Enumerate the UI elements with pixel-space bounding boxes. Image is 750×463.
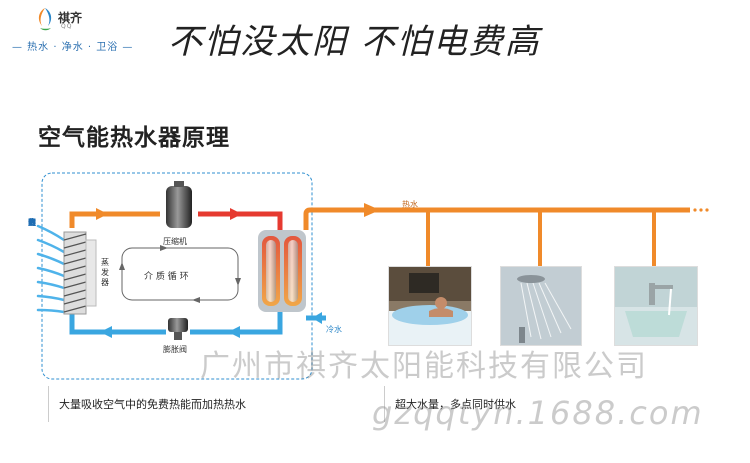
brand-tagline: — 热水 · 净水 · 卫浴 — — [12, 42, 134, 53]
evaporator-label-char: 器 — [101, 278, 109, 287]
brand-name: 祺齐 — [58, 11, 83, 25]
side-text-char: 气 — [28, 218, 36, 227]
side-text-char: 更 — [28, 218, 36, 227]
cold-refrigerant-pipe — [190, 310, 283, 335]
evaporator-label: 蒸 发 器 — [101, 258, 109, 288]
expansion-valve — [168, 318, 188, 340]
diagram-title: 空气能热水器原理 — [38, 125, 230, 151]
pipe-continuation — [693, 208, 697, 212]
compressor — [166, 186, 192, 228]
side-text-char: 空 — [28, 218, 36, 227]
flow-arrow — [230, 208, 242, 220]
side-text-char: 度 — [28, 218, 36, 227]
side-text-char: 收 — [28, 218, 36, 227]
evaporator-label-char: 蒸 — [101, 258, 109, 267]
flow-arrow — [100, 326, 112, 338]
side-text-char: 量 — [28, 218, 36, 227]
evaporator-label-char: 发 — [101, 268, 109, 277]
flow-arrow — [96, 208, 108, 220]
medium-cycle-loop — [121, 247, 239, 301]
compressor-label: 压缩机 — [163, 237, 187, 246]
side-text-char: 的 — [28, 218, 36, 227]
side-text-char: 热 — [28, 218, 36, 227]
cold-water-label: 冷水 — [326, 325, 342, 334]
water-tank — [258, 230, 306, 312]
bathtub-photo — [388, 266, 472, 346]
hot-refrigerant-pipe — [69, 211, 160, 228]
side-text-char: 吸 — [28, 218, 36, 227]
hot-water-main-pipe — [303, 207, 690, 230]
expansion-valve-label: 膨胀阀 — [163, 345, 187, 354]
caption-right: 超大水量，多点同时供水 — [384, 386, 735, 422]
slogan: 不怕没太阳 不怕电费高 — [168, 22, 541, 62]
air-intake-arrows — [36, 224, 66, 314]
hot-water-label: 热水 — [402, 200, 418, 209]
cold-refrigerant-pipe-2 — [69, 314, 166, 335]
system-frame — [41, 172, 313, 380]
side-text-char: 限 — [28, 218, 36, 227]
side-text-char: 中 — [28, 218, 36, 227]
shower-photo — [500, 266, 582, 346]
flow-arrow — [228, 326, 240, 338]
cycle-label: 介 质 循 环 — [144, 272, 189, 282]
side-text-char: 大 — [28, 218, 36, 227]
brand-logo-icon — [38, 8, 52, 31]
hot-refrigerant-pipe-red — [198, 211, 283, 234]
evaporator-coil — [63, 231, 97, 315]
watermark-company: 广州市祺齐太阳能科技有限公司 — [200, 349, 648, 384]
caption-left: 大量吸收空气中的免费热能而加热热水 — [48, 386, 381, 422]
sink-photo — [614, 266, 698, 346]
brand-sub: QQ — [61, 23, 73, 30]
watermark-url: gzqqtyn.1688.com — [372, 394, 704, 432]
